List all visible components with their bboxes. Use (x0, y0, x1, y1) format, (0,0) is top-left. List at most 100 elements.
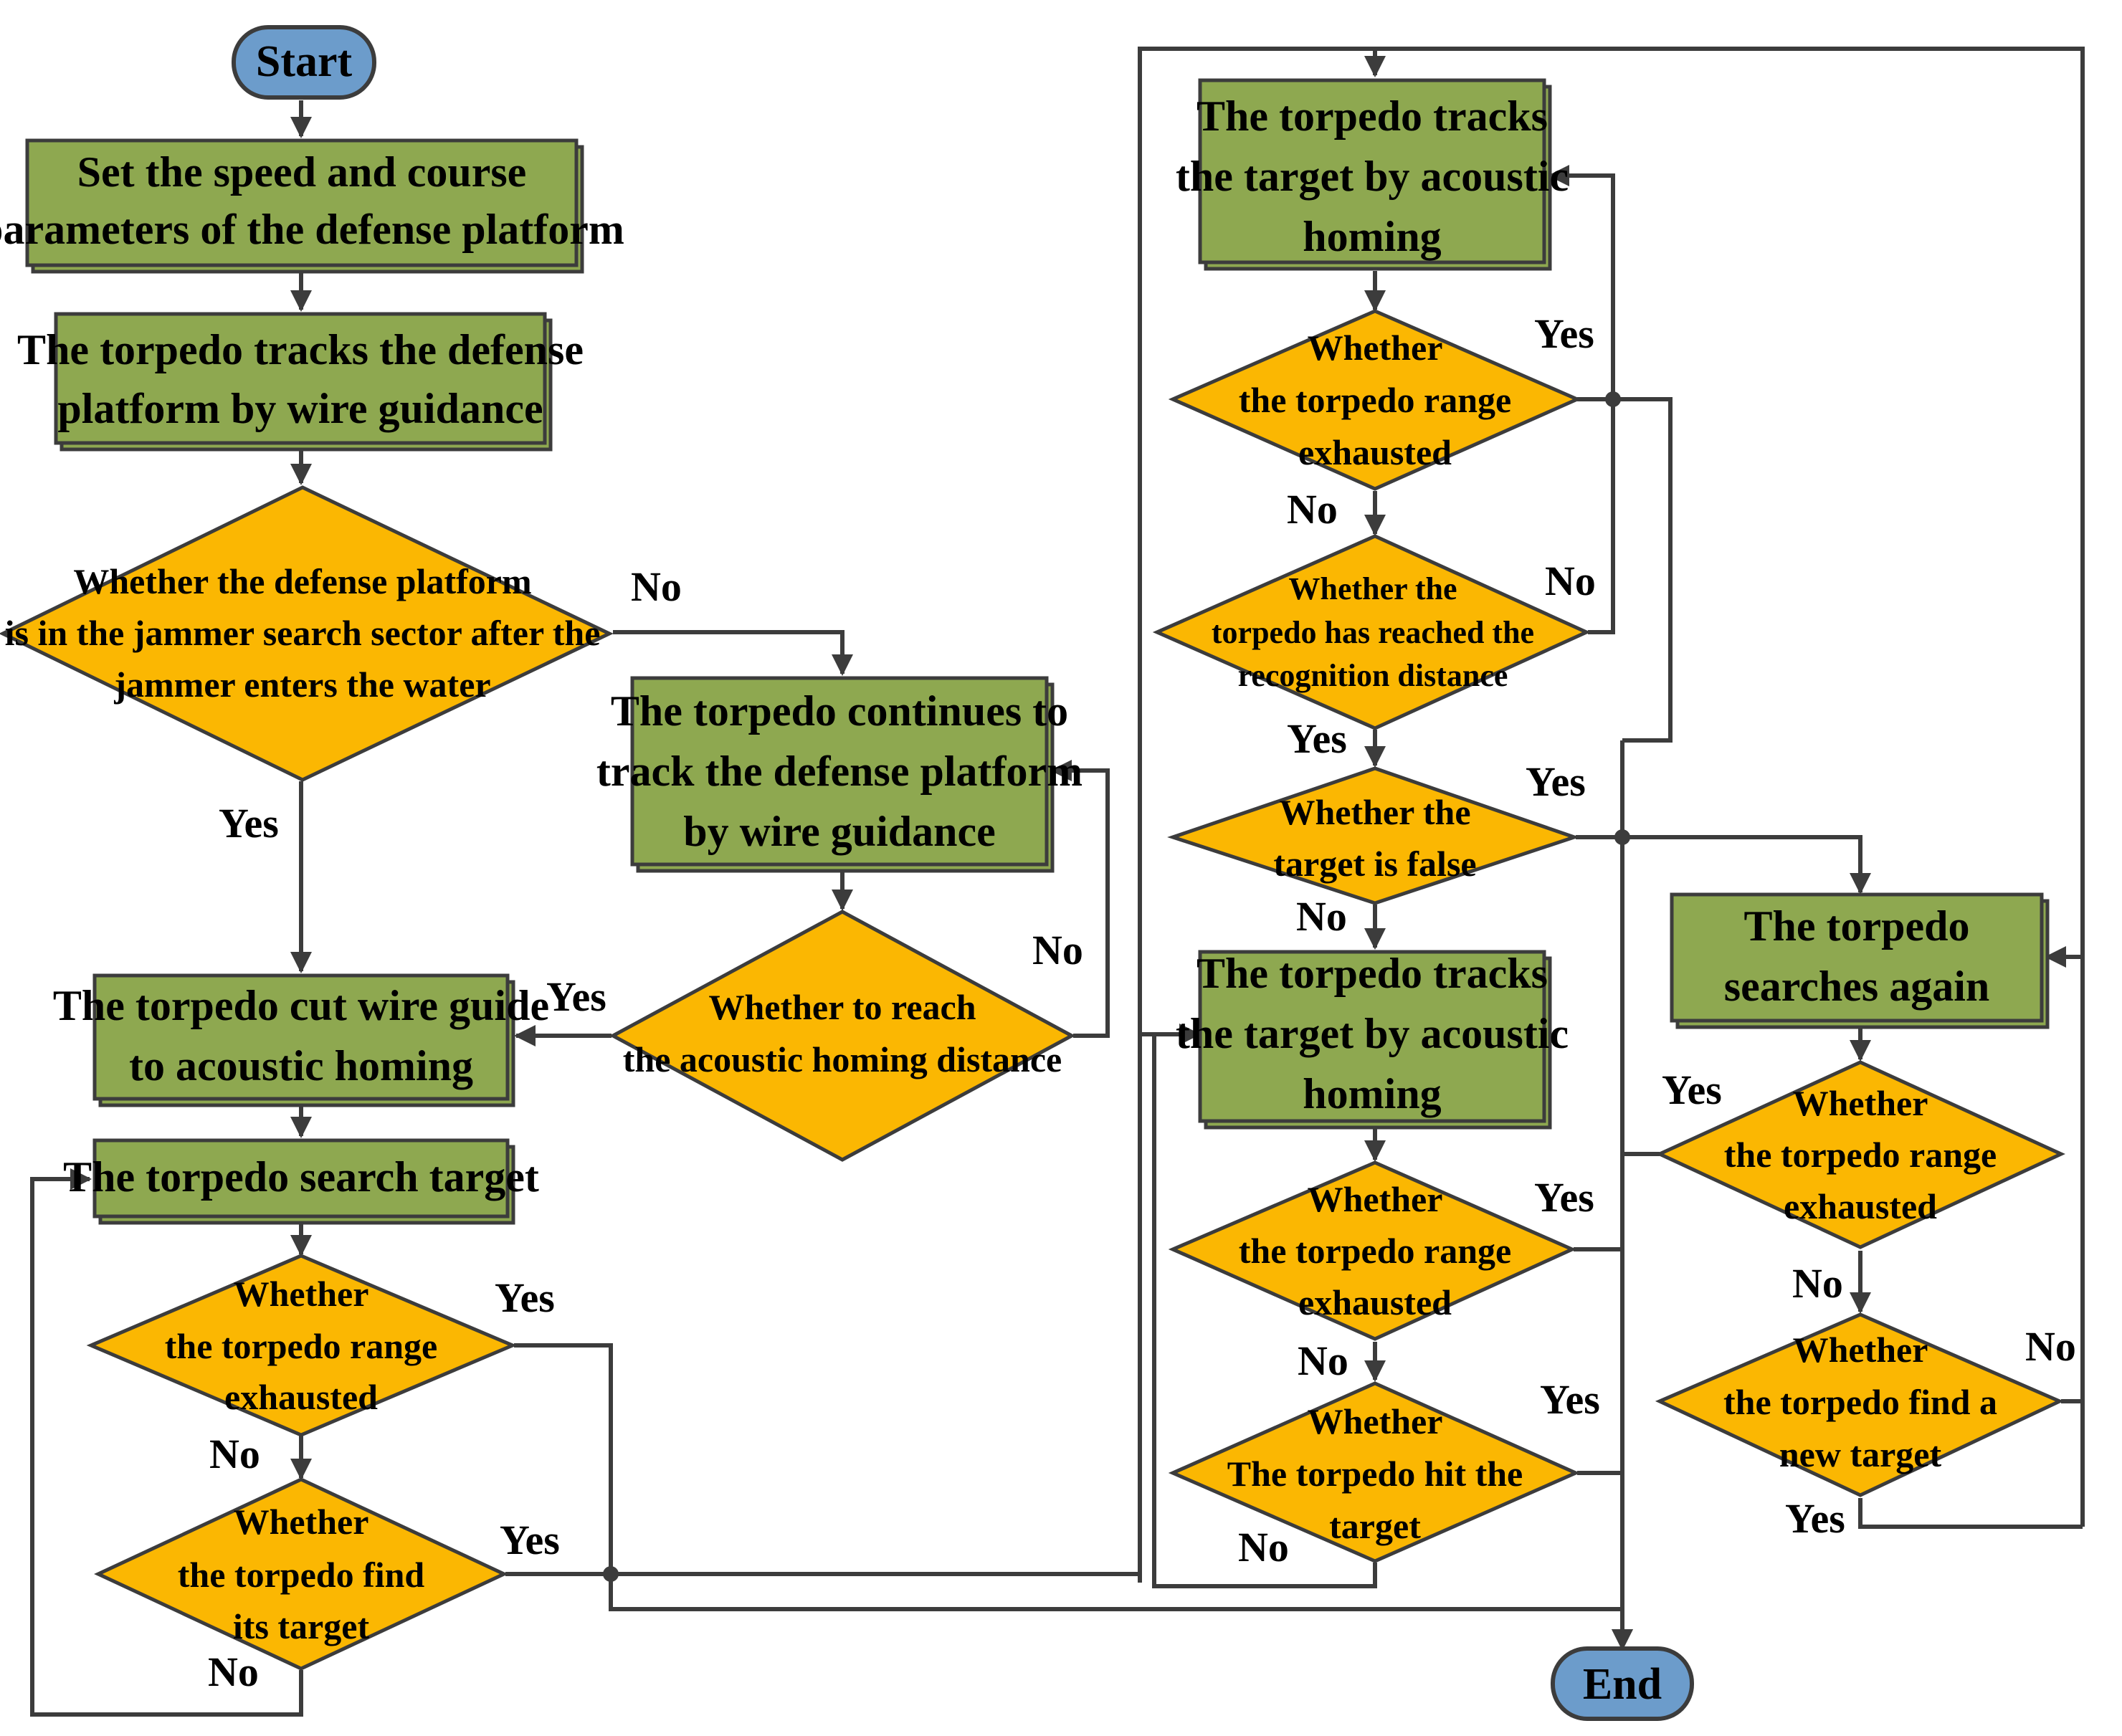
label-false-yes: Yes (1526, 758, 1586, 805)
end-label: End (1583, 1660, 1662, 1709)
decision-text: Whether (1308, 328, 1443, 368)
decision-text: Whether (1793, 1083, 1928, 1123)
decision-text: Whether (234, 1274, 369, 1314)
decision-text: Whether the (1279, 792, 1470, 832)
decision-range-left: Whether the torpedo range exhausted (86, 1254, 518, 1437)
process-text: searches again (1724, 963, 1990, 1010)
label-homing-no: No (1032, 927, 1083, 973)
connector-homing-no (1050, 760, 1110, 1038)
connector-false-yes (1576, 835, 1871, 895)
decision-target-false: Whether the target is false (1167, 766, 1580, 905)
label-find-yes: Yes (500, 1517, 560, 1563)
connector-new-no (2045, 946, 2085, 1403)
process-text: The torpedo search target (63, 1153, 539, 1201)
decision-text: exhausted (1298, 1282, 1452, 1322)
decision-text: The torpedo hit the (1227, 1454, 1523, 1494)
process-text: homing (1303, 1070, 1441, 1117)
decision-range-top: Whether the torpedo range exhausted (1168, 309, 1582, 491)
start-terminal: Start (232, 25, 376, 100)
decision-text: is in the jammer search sector after the (5, 613, 601, 653)
decision-range-mid: Whether the torpedo range exhausted (1168, 1160, 1577, 1341)
process-text: homing (1303, 213, 1441, 260)
decision-hit-target: Whether The torpedo hit the target (1168, 1381, 1581, 1563)
start-label: Start (256, 37, 353, 86)
connector-range-top-yes (1577, 397, 1673, 743)
label-range-right-no: No (1792, 1260, 1843, 1307)
decision-text: jammer enters the water (113, 664, 490, 705)
connector-sector-no (613, 630, 853, 676)
process-acoustic-top: The torpedo tracks the target by acousti… (1176, 78, 1569, 271)
label-range-left-yes: Yes (495, 1274, 555, 1321)
process-text: Set the speed and course (77, 148, 527, 196)
decision-text: Whether the (1288, 571, 1457, 606)
decision-text: the torpedo range (1239, 1231, 1512, 1271)
decision-text: the torpedo find (178, 1555, 425, 1595)
process-text: The torpedo (1744, 902, 1970, 950)
connector-top-loop (1138, 47, 2085, 1583)
decision-text: Whether to reach (708, 987, 976, 1027)
decision-text: Whether (234, 1502, 369, 1542)
decision-text: its target (233, 1606, 370, 1646)
label-hit-yes: Yes (1540, 1376, 1600, 1423)
decision-text: the torpedo range (1724, 1135, 1997, 1175)
process-text: The torpedo tracks (1196, 950, 1548, 997)
decision-in-sector: Whether the defense platform is in the j… (0, 485, 614, 782)
label-false-no: No (1296, 893, 1347, 940)
decision-text: Whether the defense platform (73, 561, 531, 601)
decision-text: the torpedo range (165, 1326, 438, 1366)
label-new-yes: Yes (1785, 1495, 1845, 1542)
decision-text: Whether (1308, 1401, 1443, 1441)
process-text: the target by acoustic (1176, 153, 1569, 200)
crossover-dot-left (603, 1566, 619, 1582)
decision-text: the torpedo range (1239, 380, 1512, 420)
process-search-again: The torpedo searches again (1670, 892, 2050, 1029)
decision-text: the torpedo find a (1723, 1382, 1997, 1422)
decision-text: exhausted (224, 1377, 378, 1417)
decision-find-target: Whether the torpedo find its target (94, 1477, 508, 1671)
label-range-mid-yes: Yes (1534, 1174, 1594, 1221)
process-text: by wire guidance (683, 808, 996, 855)
label-range-top-yes: Yes (1534, 310, 1594, 357)
decision-new-target: Whether the torpedo find a new target (1655, 1312, 2065, 1497)
label-recog-no: No (1545, 558, 1596, 604)
process-text: platform by wire guidance (57, 385, 543, 432)
decision-reach-homing: Whether to reach the acoustic homing dis… (609, 910, 1076, 1162)
process-text: parameters of the defense platform (0, 206, 624, 253)
label-new-no: No (2025, 1323, 2076, 1370)
label-range-right-yes: Yes (1662, 1067, 1722, 1113)
decision-text: torpedo has reached the (1212, 615, 1534, 650)
process-text: track the defense platform (596, 748, 1083, 795)
connector-hit-no (1152, 1034, 1377, 1588)
connector-new-yes (1858, 1498, 2083, 1529)
label-recog-yes: Yes (1287, 715, 1347, 762)
label-sector-no: No (631, 563, 682, 610)
decision-text: target (1329, 1506, 1421, 1546)
branch-labels: No Yes No Yes Yes No Yes No Yes No No Ye… (208, 310, 2076, 1695)
label-find-no: No (208, 1649, 259, 1695)
decision-text: Whether (1793, 1330, 1928, 1370)
connectors (30, 47, 2085, 1717)
label-range-left-no: No (209, 1431, 260, 1477)
end-terminal: End (1551, 1646, 1694, 1721)
label-homing-yes: Yes (546, 973, 606, 1020)
process-set-params: Set the speed and course parameters of t… (0, 138, 624, 274)
process-text: The torpedo tracks the defense (17, 326, 584, 373)
process-text: The torpedo continues to (611, 687, 1068, 735)
decision-text: recognition distance (1238, 658, 1508, 693)
process-text: The torpedo tracks (1196, 92, 1548, 140)
decision-recognition: Whether the torpedo has reached the reco… (1152, 534, 1592, 730)
process-search-target: The torpedo search target (63, 1138, 539, 1225)
process-continue-track: The torpedo continues to track the defen… (596, 676, 1083, 873)
process-text: the target by acoustic (1176, 1010, 1569, 1057)
process-cut-wire: The torpedo cut wire guide to acoustic h… (53, 973, 549, 1107)
process-acoustic-mid: The torpedo tracks the target by acousti… (1176, 950, 1569, 1130)
label-range-top-no: No (1287, 486, 1338, 533)
connector-find-no (30, 1168, 303, 1717)
process-wire-track: The torpedo tracks the defense platform … (17, 312, 584, 452)
decision-text: the acoustic homing distance (623, 1039, 1062, 1079)
label-hit-no: No (1238, 1524, 1289, 1570)
decision-text: exhausted (1784, 1186, 1937, 1226)
decision-text: target is false (1273, 844, 1476, 884)
decision-range-right: Whether the torpedo range exhausted (1655, 1060, 2065, 1249)
